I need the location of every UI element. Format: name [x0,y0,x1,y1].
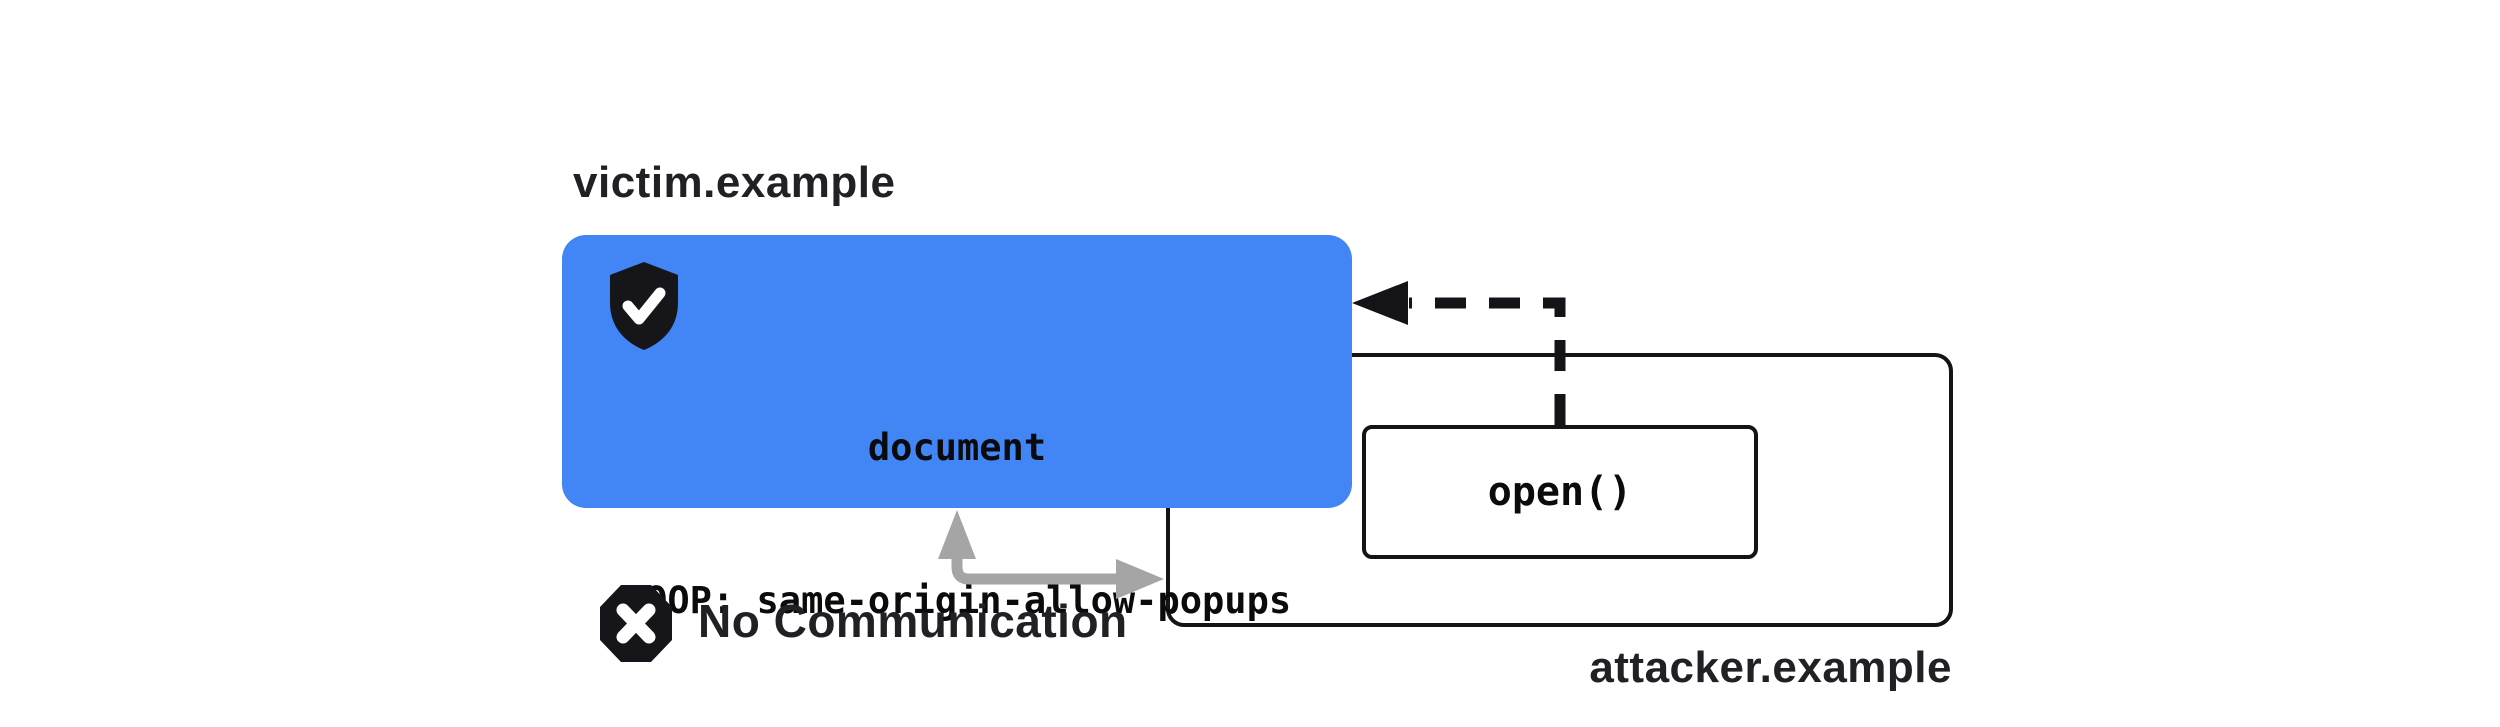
octagon-x-icon [600,585,672,662]
shield-check-icon [610,262,678,350]
victim-document-text: document COOP: same-origin-allow-popups [562,320,1352,727]
document-line: document [867,426,1047,469]
open-call-label: open() [1487,469,1633,515]
victim-domain-label: victim.example [573,158,896,207]
no-communication-status: No Communication [600,585,1128,662]
victim-document-box: document COOP: same-origin-allow-popups [562,235,1352,622]
no-communication-label: No Communication [698,594,1128,647]
open-call-box: open() [1362,425,1758,559]
attacker-domain-label: attacker.example [1589,643,1952,692]
coop-header-line: COOP: same-origin-allow-popups [622,579,1292,622]
